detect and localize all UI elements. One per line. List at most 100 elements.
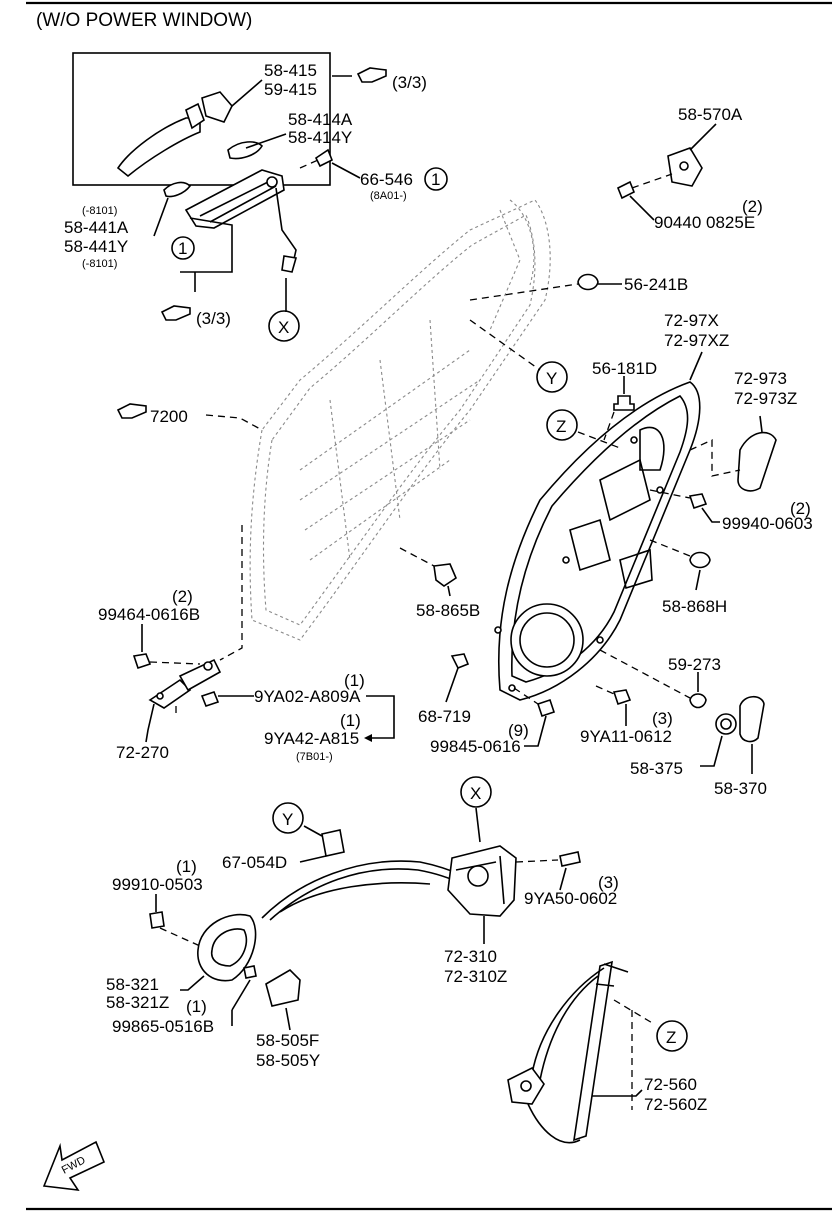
inner-handle-58-321	[197, 913, 257, 982]
qty-2-c: (2)	[172, 587, 193, 606]
mark-x-lower-text: X	[470, 784, 481, 803]
label-58-441A: 58-441A	[64, 218, 129, 237]
label-9YA50-0602: 9YA50-0602	[524, 889, 617, 908]
bezel-58-505F	[265, 968, 301, 1007]
label-99910-0503: 99910-0503	[112, 875, 203, 894]
handle-58-370	[739, 695, 765, 743]
bolt-99845	[536, 698, 556, 718]
arrow-head-9YA42	[364, 734, 372, 742]
qty-circle-1-a-text: 1	[431, 170, 440, 189]
label-56-241B: 56-241B	[624, 275, 688, 294]
mark-z-lower	[656, 1020, 688, 1052]
mark-z-lower-text: Z	[666, 1028, 676, 1047]
label-72-560: 72-560	[644, 1075, 697, 1094]
bolt-99464	[132, 653, 152, 670]
mark-y-top-text: Y	[546, 369, 557, 388]
qty-9: (9)	[508, 721, 529, 740]
label-68-719: 68-719	[418, 707, 471, 726]
screw-66-546	[299, 148, 334, 169]
qty-circle-1-b-text: 1	[178, 239, 187, 258]
hinge-bracket-part	[667, 147, 703, 187]
fwd-arrow-icon	[42, 1140, 106, 1191]
handle-cap-part	[201, 91, 233, 123]
label-66-546: 66-546	[360, 170, 413, 189]
bolt-9YA02	[200, 691, 220, 707]
check-link-72-270	[148, 658, 222, 709]
grommet-56-241B	[577, 273, 599, 291]
label-58-414Y: 58-414Y	[288, 128, 352, 147]
label-99845-0616: 99845-0616	[430, 737, 521, 756]
qty-3-a: (3)	[652, 709, 673, 728]
label-72-560Z: 72-560Z	[644, 1095, 707, 1114]
nut-99940	[688, 493, 708, 510]
label-8101-a: (-8101)	[82, 205, 117, 217]
cable-lower	[279, 882, 431, 913]
label-99865-0516B: 99865-0516B	[112, 1017, 214, 1036]
qty-circle-1-a	[424, 167, 448, 191]
label-9YA11-0612: 9YA11-0612	[580, 727, 672, 746]
screw-9YA50	[515, 851, 581, 867]
handle-frame-part	[184, 169, 285, 229]
label-72-973Z: 72-973Z	[734, 389, 797, 408]
clip-68-719	[450, 653, 470, 670]
washer-58-375	[715, 713, 737, 735]
mark-y-lower-text: Y	[282, 810, 293, 829]
label-58-505Y: 58-505Y	[256, 1051, 320, 1070]
hand-pointer-icon-bottom	[160, 305, 191, 321]
label-9YA42-A815: 9YA42-A815	[264, 729, 359, 748]
qty-circle-1-b	[171, 236, 195, 260]
mark-z-top-text: Z	[556, 417, 566, 436]
ref-7200: 7200	[150, 407, 188, 426]
qty-1-b: (1)	[340, 711, 361, 730]
mark-x-lower	[460, 776, 492, 808]
latch-72-310	[447, 845, 517, 917]
qty-1-d: (1)	[186, 997, 207, 1016]
clip-56-181D	[613, 395, 635, 411]
label-58-868H: 58-868H	[662, 597, 727, 616]
cable-upper	[261, 860, 465, 919]
clip-99910	[149, 911, 165, 929]
clip-58-865B	[433, 563, 457, 587]
label-58-505F: 58-505F	[256, 1031, 319, 1050]
clip-67-054D	[321, 829, 345, 857]
cover-72-973	[737, 431, 777, 492]
plug-58-868H	[689, 551, 711, 569]
handle-gasket-lower-part	[163, 181, 192, 198]
bolt-9YA11	[612, 689, 632, 706]
ref-3-3-top: (3/3)	[392, 73, 427, 92]
label-58-321Z: 58-321Z	[106, 993, 169, 1012]
label-72-310: 72-310	[444, 947, 497, 966]
label-99464-0616B: 99464-0616B	[98, 605, 200, 624]
label-72-310Z: 72-310Z	[444, 967, 507, 986]
mark-y-lower	[272, 802, 304, 834]
screw-99865	[243, 965, 257, 979]
label-59-273: 59-273	[668, 655, 721, 674]
handle-callout-box	[72, 52, 331, 186]
label-7B01: (7B01-)	[296, 751, 333, 763]
hand-pointer-icon-7200	[116, 403, 147, 419]
door-panel-outline	[249, 199, 551, 641]
outer-handle-part	[116, 102, 205, 178]
label-58-441Y: 58-441Y	[64, 237, 128, 256]
label-56-181D: 56-181D	[592, 359, 657, 378]
qty-1-a: (1)	[344, 671, 365, 690]
label-72-97XZ: 72-97XZ	[664, 331, 729, 350]
ref-3-3-bottom: (3/3)	[196, 309, 231, 328]
label-72-973: 72-973	[734, 369, 787, 388]
qty-1-c: (1)	[176, 857, 197, 876]
mark-z-top	[546, 409, 578, 441]
qty-2-a: (2)	[742, 197, 763, 216]
label-58-370: 58-370	[714, 779, 767, 798]
label-58-321: 58-321	[106, 975, 159, 994]
label-58-414A: 58-414A	[288, 110, 353, 129]
label-58-375: 58-375	[630, 759, 683, 778]
qty-2-b: (2)	[790, 499, 811, 518]
nut-59-273	[689, 693, 707, 709]
qty-3-b: (3)	[598, 873, 619, 892]
label-72-97X: 72-97X	[664, 311, 719, 330]
label-99940-0603: 99940-0603	[722, 514, 813, 533]
label-67-054D: 67-054D	[222, 853, 287, 872]
inner-panel-72-97X	[494, 381, 701, 701]
label-58-570A: 58-570A	[678, 105, 743, 124]
